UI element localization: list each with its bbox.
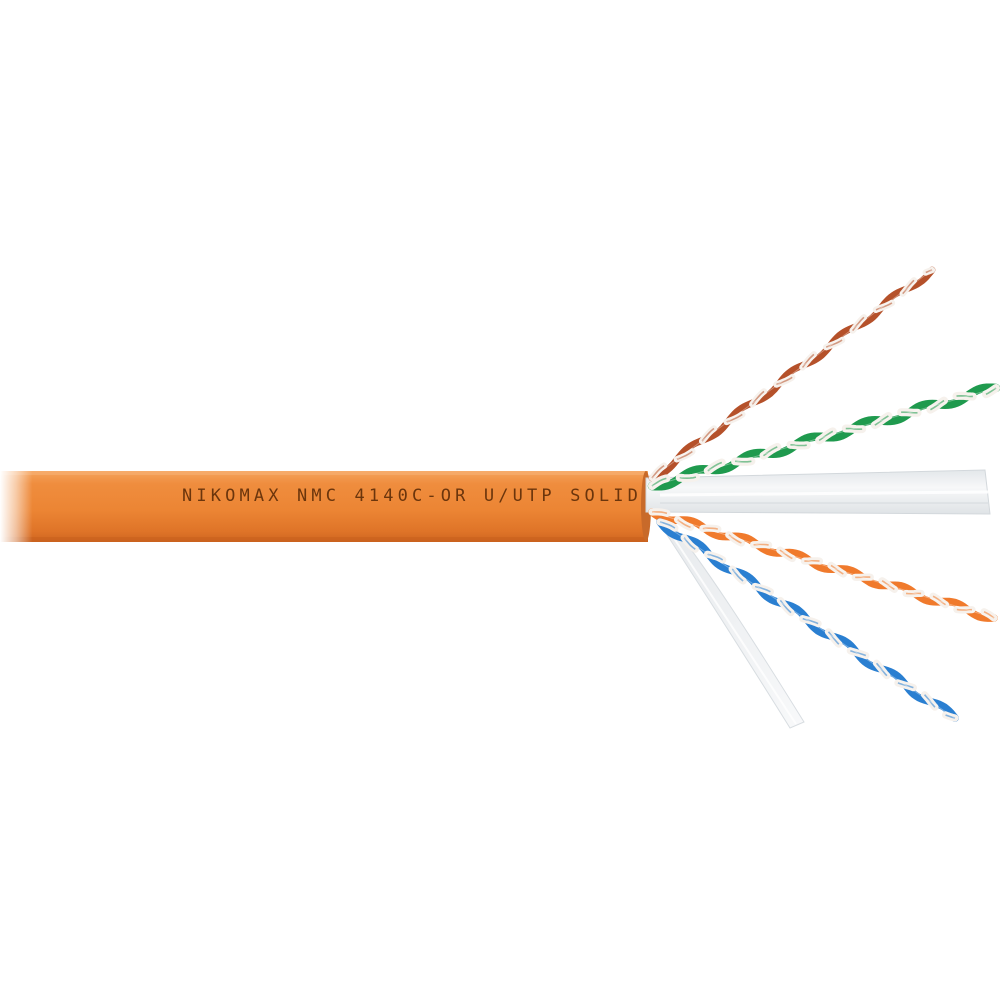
pair-green-highlight [651, 387, 997, 487]
pair-orange-highlight [651, 511, 995, 619]
pair-brown [648, 266, 936, 482]
cable-jacket: NIKOMAX NMC 4140C-OR U/UTP SOLID [0, 471, 651, 542]
pair-blue [656, 518, 959, 722]
pair-orange-stripe [651, 511, 995, 619]
pair-blue-highlight [659, 521, 956, 719]
pair-blue-stripe [659, 521, 956, 719]
rip-cord [655, 513, 805, 729]
pair-brown-stripe [651, 269, 933, 479]
pair-orange [648, 508, 998, 622]
pair-green [647, 383, 1000, 491]
cross-separator [645, 469, 991, 515]
twisted-pairs [647, 266, 1000, 722]
pair-green-stripe [651, 387, 997, 487]
pair-brown-highlight [651, 269, 933, 479]
jacket-print-text: NIKOMAX NMC 4140C-OR U/UTP SOLID [182, 486, 640, 506]
